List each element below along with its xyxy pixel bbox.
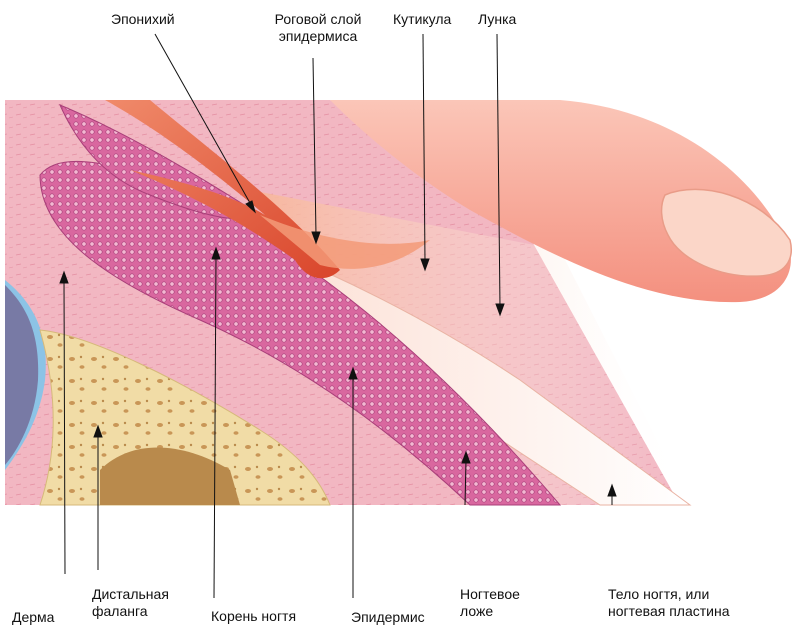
label-distal-phalanx: Дистальная фаланга <box>92 586 169 620</box>
label-distal-phalanx-line2: фаланга <box>92 603 169 620</box>
label-nail-bed: Ногтевое ложе <box>460 586 520 620</box>
label-nail-body: Тело ногтя, или ногтевая пластина <box>608 586 730 620</box>
label-lunula: Лунка <box>478 11 516 28</box>
label-epidermis: Эпидермис <box>351 609 425 626</box>
label-nail-root: Корень ногтя <box>211 608 296 625</box>
label-eponychium: Эпонихий <box>111 11 175 28</box>
label-stratum-corneum-line1: Роговой слой <box>262 11 374 28</box>
label-nail-body-line2: ногтевая пластина <box>608 603 730 620</box>
label-distal-phalanx-line1: Дистальная <box>92 586 169 603</box>
label-nail-bed-line1: Ногтевое <box>460 586 520 603</box>
label-cuticle: Кутикула <box>393 11 451 28</box>
label-dermis: Дерма <box>12 609 54 626</box>
label-stratum-corneum: Роговой слой эпидермиса <box>262 11 374 45</box>
label-nail-body-line1: Тело ногтя, или <box>608 586 730 603</box>
label-stratum-corneum-line2: эпидермиса <box>262 28 374 45</box>
label-nail-bed-line2: ложе <box>460 603 520 620</box>
